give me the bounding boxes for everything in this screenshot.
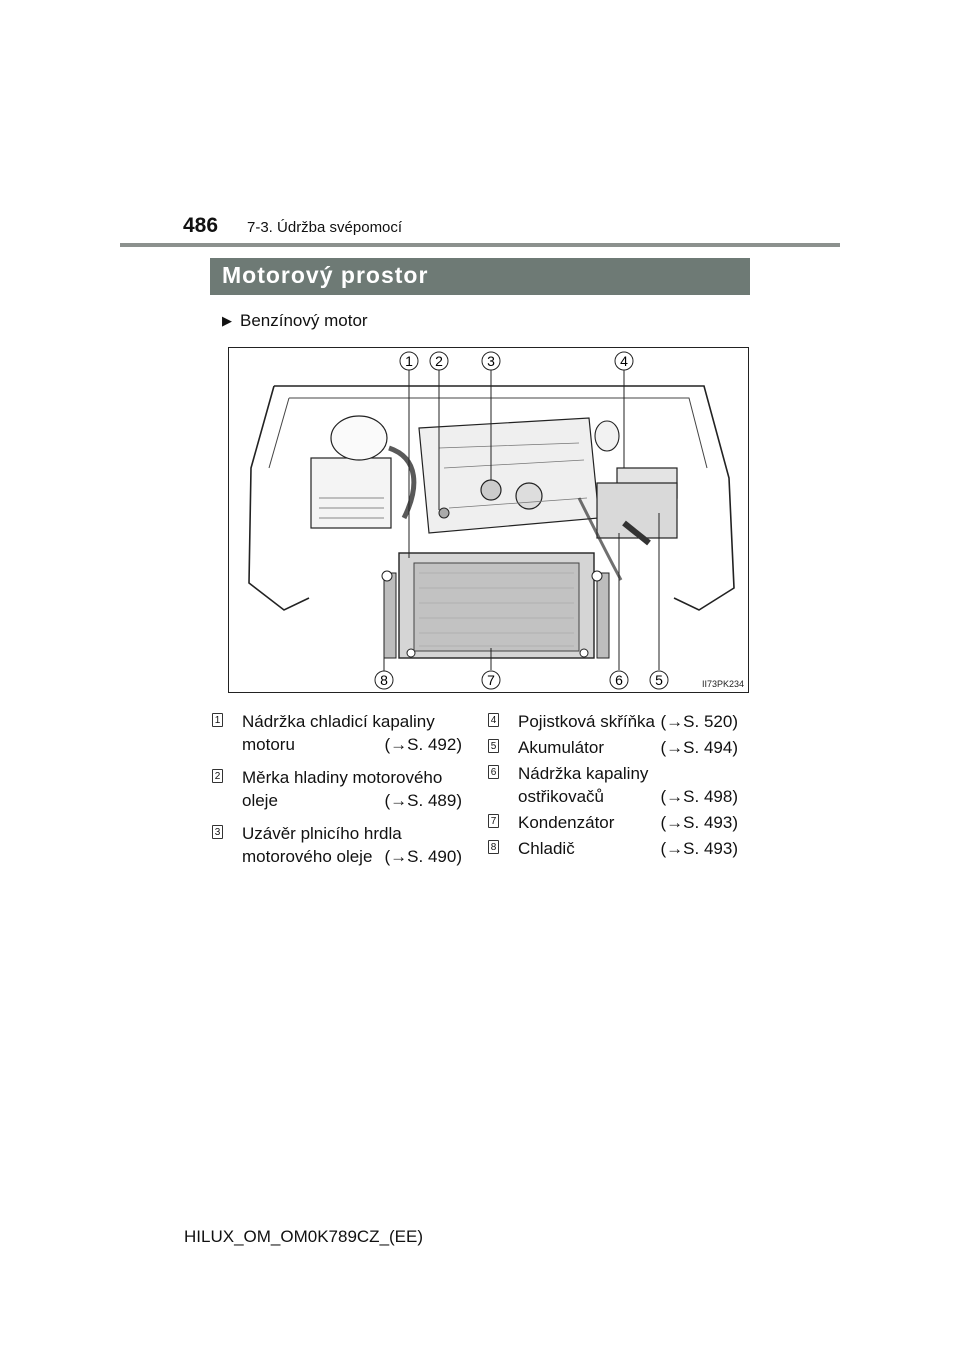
- page-reference: (→S. 520): [660, 712, 738, 731]
- legend-text: Uzávěr plnicího hrdla motorového oleje (→…: [242, 822, 462, 868]
- legend-item: 3 Uzávěr plnicího hrdla motorového oleje…: [212, 822, 462, 868]
- legend-number-badge: 4: [488, 713, 499, 727]
- section-reference: 7-3. Údržba svépomocí: [247, 219, 403, 236]
- section-title-bar: Motorový prostor: [210, 258, 750, 295]
- legend-text: Měrka hladiny motorového oleje (→S. 489): [242, 766, 462, 812]
- callout-5: 5: [655, 672, 663, 688]
- legend-text: Pojistková skříňka (→S. 520): [518, 710, 738, 733]
- legend-item: 8 Chladič (→S. 493): [488, 837, 738, 860]
- legend-left: 1 Nádržka chladicí kapaliny motoru (→S. 4…: [212, 710, 462, 878]
- legend-number-badge: 3: [212, 825, 223, 839]
- legend-item: 6 Nádržka kapaliny ostřikovačů (→S. 498): [488, 762, 738, 808]
- engine-illustration: 1 2 3 4 8 7 6 5: [248, 351, 735, 690]
- legend-line-text: motorového oleje: [242, 847, 373, 866]
- page-reference: (→S. 492): [384, 735, 462, 754]
- legend-line: Uzávěr plnicího hrdla: [242, 824, 402, 843]
- legend-text: Chladič (→S. 493): [518, 837, 738, 860]
- legend-number-badge: 1: [212, 713, 223, 727]
- page-reference: (→S. 489): [384, 791, 462, 810]
- callout-7: 7: [487, 672, 495, 688]
- legend-line-text: Pojistková skříňka: [518, 712, 655, 731]
- legend-item: 4 Pojistková skříňka (→S. 520): [488, 710, 738, 733]
- page-number: 486: [183, 214, 219, 237]
- legend-line-text: Kondenzátor: [518, 813, 615, 832]
- legend-number-badge: 5: [488, 739, 499, 753]
- legend-item: 2 Měrka hladiny motorového oleje (→S. 489…: [212, 766, 462, 812]
- page-reference: (→S. 498): [660, 787, 738, 806]
- page-reference: (→S. 490): [384, 847, 462, 866]
- subheading-text: Benzínový motor: [240, 311, 368, 330]
- legend-item: 1 Nádržka chladicí kapaliny motoru (→S. 4…: [212, 710, 462, 756]
- legend-line: Nádržka kapaliny: [518, 764, 649, 783]
- header-rule: [120, 243, 840, 247]
- legend-right: 4 Pojistková skříňka (→S. 520) 5 Akumulát…: [488, 710, 738, 863]
- page-reference: (→S. 494): [660, 738, 738, 757]
- legend-line: motoru (→S. 492): [242, 733, 462, 756]
- callout-3: 3: [487, 353, 495, 369]
- legend-line: Měrka hladiny motorového: [242, 768, 443, 787]
- page-reference: (→S. 493): [660, 839, 738, 858]
- footer-document-id: HILUX_OM_OM0K789CZ_(EE): [184, 1227, 424, 1246]
- legend-text: Nádržka kapaliny ostřikovačů (→S. 498): [518, 762, 738, 808]
- legend-line-text: ostřikovačů: [518, 787, 604, 806]
- legend-text: Kondenzátor (→S. 493): [518, 811, 738, 834]
- legend-line-text: motoru: [242, 735, 295, 754]
- callout-1: 1: [405, 353, 413, 369]
- legend-number-badge: 2: [212, 769, 223, 783]
- legend-item: 7 Kondenzátor (→S. 493): [488, 811, 738, 834]
- legend-line-text: Chladič: [518, 839, 575, 858]
- legend-line: oleje (→S. 489): [242, 789, 462, 812]
- legend-line-text: oleje: [242, 791, 278, 810]
- section-title: Motorový prostor: [222, 262, 429, 288]
- figure-code: II73PK234: [701, 679, 744, 689]
- callout-8: 8: [380, 672, 388, 688]
- legend-number-badge: 6: [488, 765, 499, 779]
- page-reference: (→S. 493): [660, 813, 738, 832]
- callout-6: 6: [615, 672, 623, 688]
- legend-text: Akumulátor (→S. 494): [518, 736, 738, 759]
- legend-line: ostřikovačů (→S. 498): [518, 785, 738, 808]
- legend-number-badge: 7: [488, 814, 499, 828]
- legend-text: Nádržka chladicí kapaliny motoru (→S. 492…: [242, 710, 462, 756]
- engine-compartment-figure: 1 2 3 4 8 7 6 5 II73PK234: [228, 347, 749, 693]
- legend-number-badge: 8: [488, 840, 499, 854]
- subheading: ▶ Benzínový motor: [222, 311, 368, 331]
- legend-item: 5 Akumulátor (→S. 494): [488, 736, 738, 759]
- legend-line-text: Akumulátor: [518, 738, 604, 757]
- arrow-right-icon: ▶: [222, 313, 232, 328]
- legend-line: motorového oleje (→S. 490): [242, 845, 462, 868]
- callout-4: 4: [620, 353, 628, 369]
- callout-2: 2: [435, 353, 443, 369]
- legend-line: Nádržka chladicí kapaliny: [242, 712, 435, 731]
